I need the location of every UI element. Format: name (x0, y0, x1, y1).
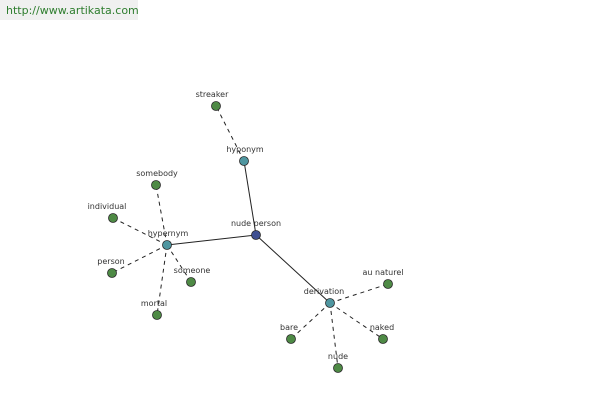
node-label: person (97, 257, 124, 266)
node-hypernym[interactable]: hypernym (148, 229, 189, 250)
node-streaker[interactable]: streaker (196, 90, 230, 111)
node-label: hypernym (148, 229, 189, 238)
node-person[interactable]: person (97, 257, 125, 278)
edge-derivation-to-bare (290, 302, 331, 340)
edge-nude_person-to-hypernym (166, 234, 257, 246)
node-label: somebody (136, 169, 178, 178)
node-dot[interactable] (239, 156, 249, 166)
edge-nude_person-to-derivation (255, 234, 331, 304)
node-naked[interactable]: naked (370, 323, 394, 344)
edges-layer (111, 105, 389, 369)
node-bare[interactable]: bare (280, 323, 298, 344)
node-dot[interactable] (162, 240, 172, 250)
node-dot[interactable] (333, 363, 343, 373)
node-dot[interactable] (286, 334, 296, 344)
node-label: nude person (231, 219, 281, 228)
node-au-naturel[interactable]: au naturel (363, 268, 404, 289)
node-label: someone (174, 266, 211, 275)
node-somebody[interactable]: somebody (136, 169, 178, 190)
node-label: hyponym (226, 145, 264, 154)
node-dot[interactable] (152, 310, 162, 320)
url-bar: http://www.artikata.com (0, 0, 139, 20)
node-nude-person[interactable]: nude person (231, 219, 281, 240)
node-label: streaker (196, 90, 230, 99)
edge-hypernym-to-person (111, 244, 168, 274)
node-dot[interactable] (186, 277, 196, 287)
node-dot[interactable] (108, 213, 118, 223)
node-dot[interactable] (325, 298, 335, 308)
node-label: derivation (304, 287, 344, 296)
node-label: naked (370, 323, 394, 332)
node-dot[interactable] (251, 230, 261, 240)
node-hyponym[interactable]: hyponym (226, 145, 264, 166)
node-derivation[interactable]: derivation (304, 287, 344, 308)
node-dot[interactable] (378, 334, 388, 344)
edge-nude_person-to-hyponym (243, 160, 257, 236)
node-label: individual (88, 202, 127, 211)
node-mortal[interactable]: mortal (141, 299, 167, 320)
node-dot[interactable] (383, 279, 393, 289)
edge-derivation-to-nude (329, 302, 339, 369)
node-label: nude (328, 352, 348, 361)
node-dot[interactable] (211, 101, 221, 111)
node-dot[interactable] (107, 268, 117, 278)
edge-hypernym-to-someone (166, 244, 192, 283)
edge-hypernym-to-mortal (156, 244, 168, 316)
edge-hyponym-to-streaker (215, 105, 245, 162)
node-dot[interactable] (151, 180, 161, 190)
edge-derivation-to-au_naturel (329, 283, 389, 304)
node-individual[interactable]: individual (88, 202, 127, 223)
edge-hypernym-to-somebody (155, 184, 168, 246)
nodes-layer: nude person hyponym hypernym derivation stre… (88, 90, 404, 373)
edge-hypernym-to-individual (112, 217, 168, 246)
node-someone[interactable]: someone (174, 266, 211, 287)
site-url-link[interactable]: http://www.artikata.com (6, 4, 139, 17)
node-label: mortal (141, 299, 167, 308)
edge-derivation-to-naked (329, 302, 384, 340)
node-label: au naturel (363, 268, 404, 277)
node-label: bare (280, 323, 298, 332)
node-nude[interactable]: nude (328, 352, 348, 373)
